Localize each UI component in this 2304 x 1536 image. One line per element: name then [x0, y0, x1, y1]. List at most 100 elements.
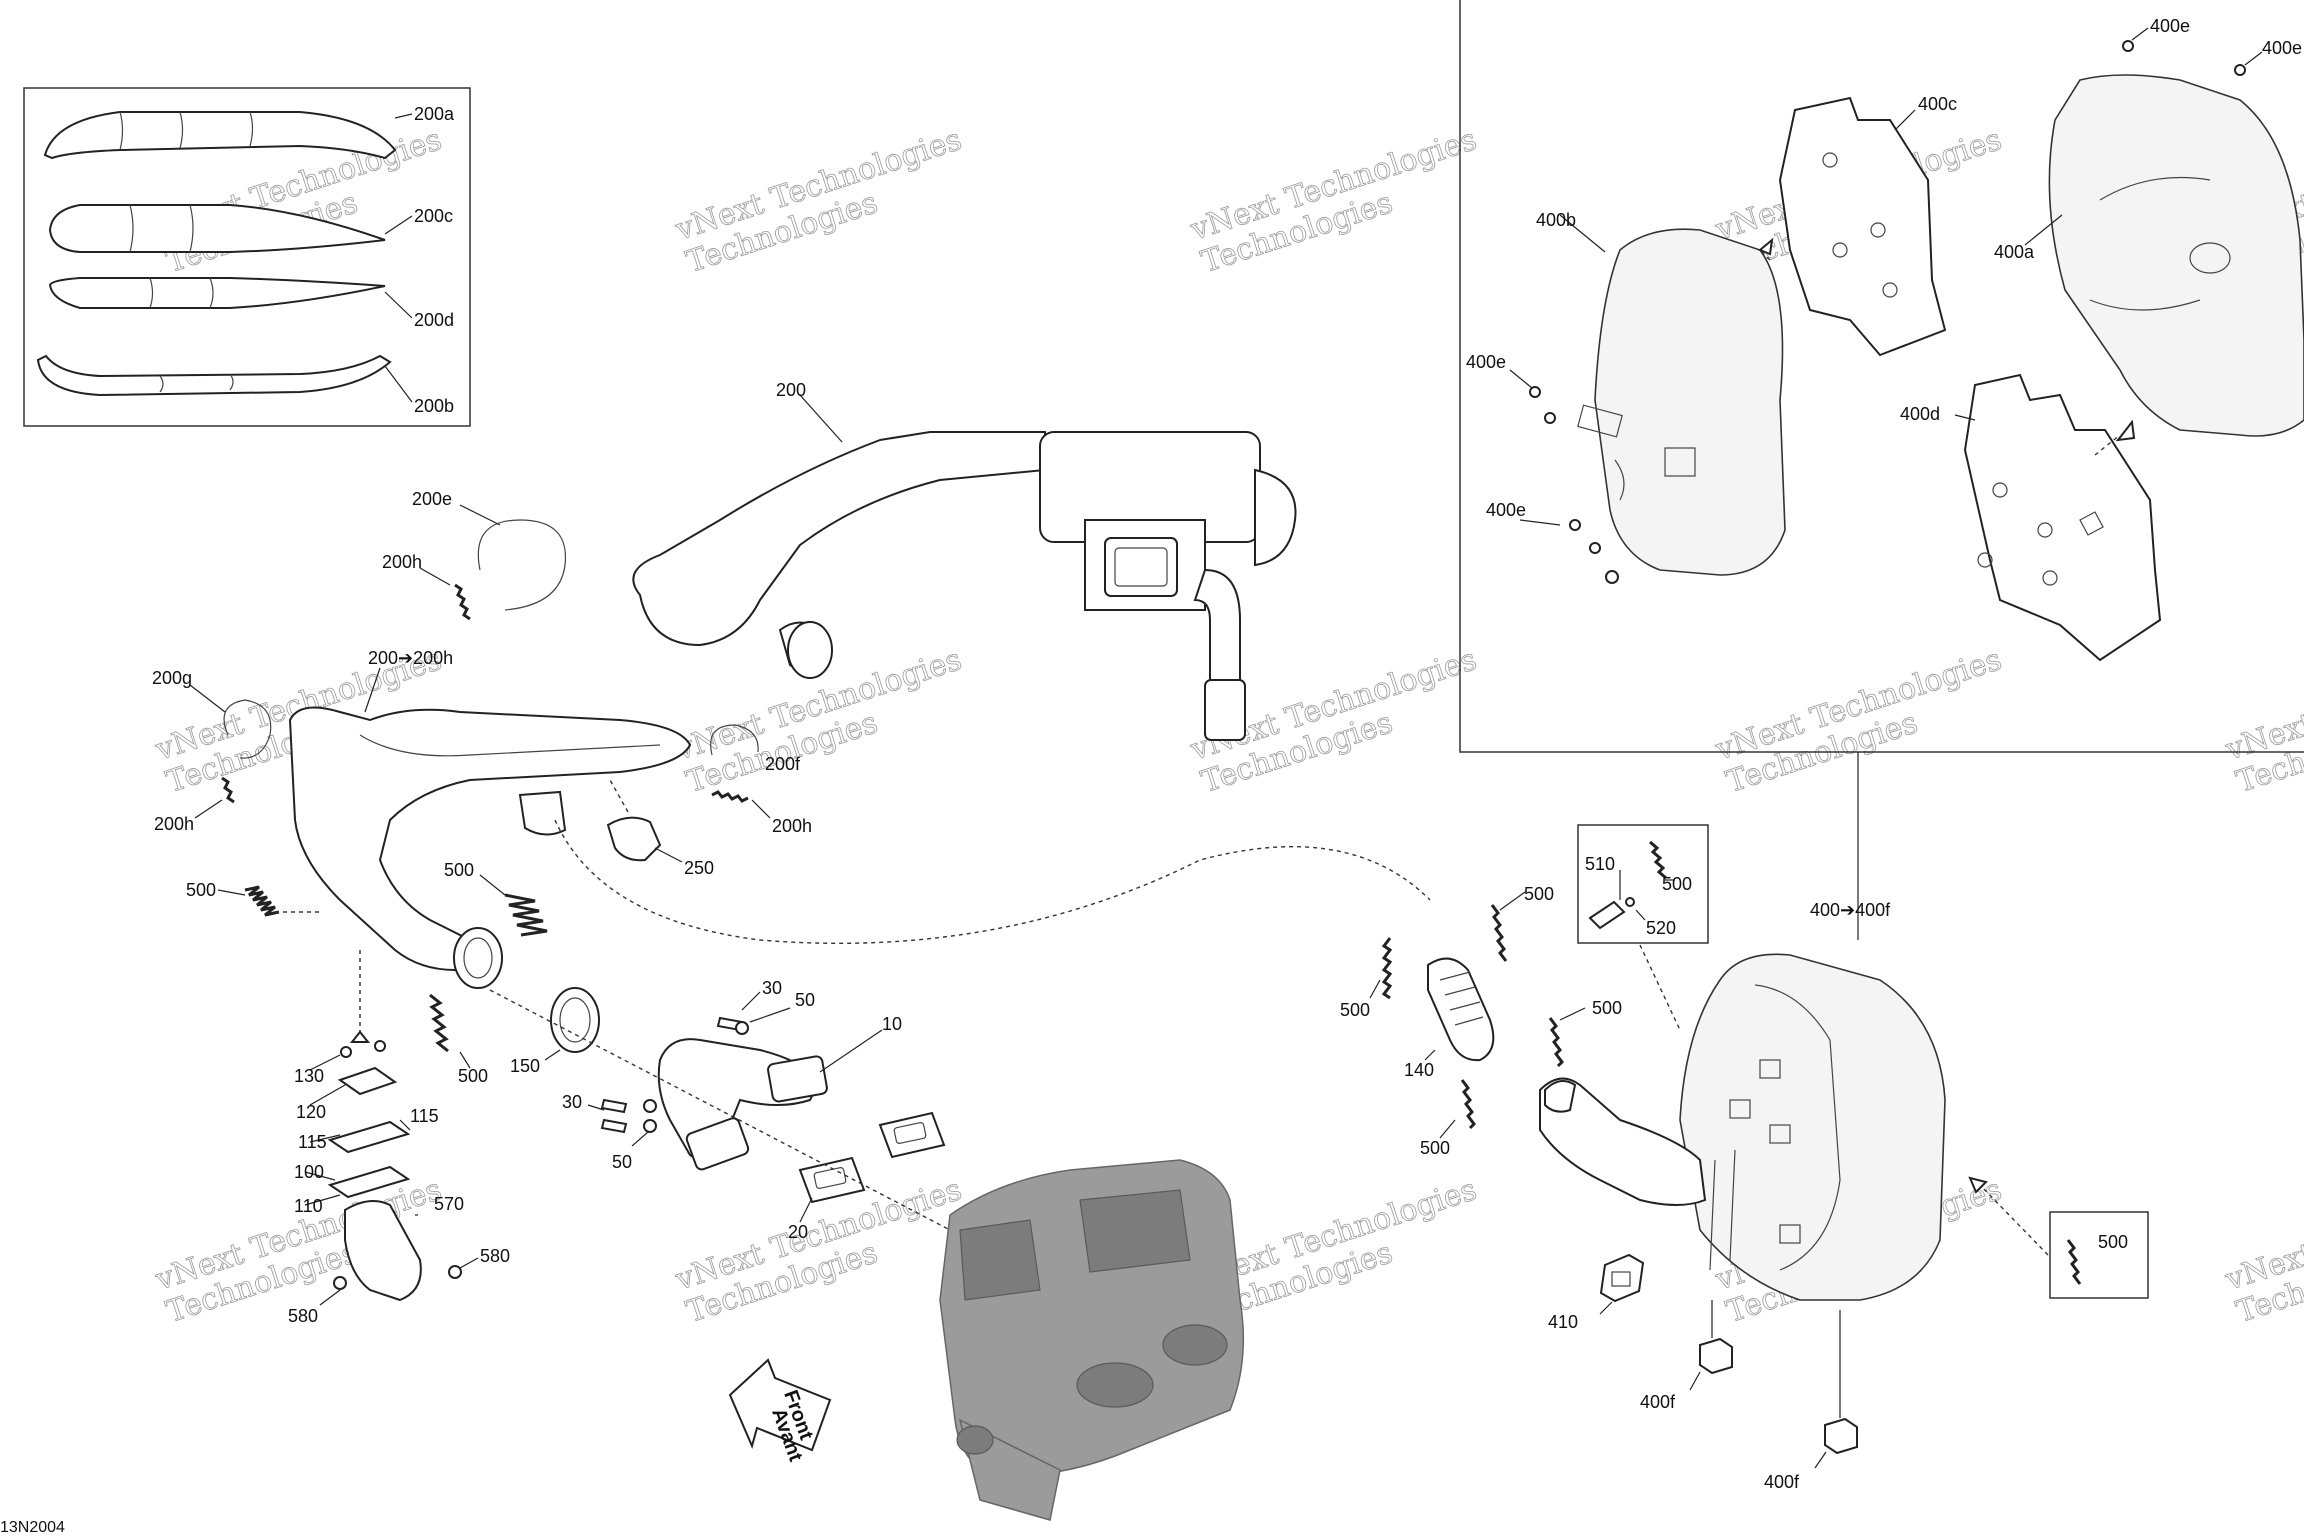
spring-500-h[interactable] — [2066, 1239, 2082, 1285]
spring-500-e[interactable]: 500 — [1340, 937, 1393, 1020]
flex-pipe-140[interactable]: 140 — [1404, 957, 1495, 1080]
callout-580-left: 580 — [288, 1306, 318, 1326]
watermark: vNext Technologies Technologies — [2220, 642, 2304, 801]
callout-400c: 400c — [1918, 94, 1957, 114]
callout-400b: 400b — [1536, 210, 1576, 230]
shield-200b[interactable] — [36, 354, 392, 397]
callout-570: 570 — [434, 1194, 464, 1214]
spring-200h-top[interactable]: 200h — [382, 552, 471, 621]
shield-400a[interactable] — [2048, 74, 2304, 437]
bolts-30-50-lower[interactable]: 30 50 — [562, 1092, 657, 1172]
sensor-410[interactable]: 410 — [1548, 1253, 1645, 1332]
shield-400c[interactable] — [1778, 96, 1947, 357]
shield-400d[interactable] — [1963, 373, 2162, 662]
bracket-510[interactable] — [1588, 900, 1626, 930]
callout-200h-top: 200h — [382, 552, 422, 572]
callout-500-f: 500 — [1592, 998, 1622, 1018]
callout-510: 510 — [1585, 854, 1615, 874]
callout-200d: 200d — [414, 310, 454, 330]
callout-400a: 400a — [1994, 242, 2035, 262]
callout-400d: 400d — [1900, 404, 1940, 424]
callout-580-right: 580 — [480, 1246, 510, 1266]
foot-400f-a[interactable]: 400f — [1640, 1300, 1733, 1412]
watermark: vNext Technologies Technologies — [2220, 1172, 2304, 1331]
inset-frame — [23, 87, 471, 427]
watermark: vNext Technologies Technologies — [1710, 642, 2006, 801]
gasket-20[interactable]: 20 — [788, 1111, 946, 1242]
shield-200a[interactable] — [43, 111, 397, 160]
callout-110: 110 — [294, 1196, 323, 1216]
callout-200a: 200a — [414, 104, 455, 124]
spring-500-c[interactable]: 500 — [429, 993, 488, 1086]
callout-120: 120 — [296, 1102, 326, 1122]
callout-115-right: 115 — [410, 1106, 439, 1126]
callout-200e: 200e — [412, 489, 452, 509]
inset-frame-right — [1459, 0, 2304, 753]
callout-500-d: 500 — [1524, 884, 1554, 904]
callout-410: 410 — [1548, 1312, 1578, 1332]
callout-30-lower: 30 — [562, 1092, 582, 1112]
shield-200c[interactable] — [48, 204, 386, 253]
callout-200b: 200b — [414, 396, 454, 416]
spring-500-d[interactable]: 500 — [1490, 884, 1554, 962]
detail-box-510-520: 510 500 520 — [1577, 824, 1709, 944]
callout-100: 100 — [294, 1162, 324, 1182]
callout-150: 150 — [510, 1056, 540, 1076]
callout-250: 250 — [684, 858, 714, 878]
shield-200d[interactable] — [48, 277, 386, 309]
callout-500-h: 500 — [2098, 1232, 2128, 1252]
callout-500-a: 500 — [186, 880, 216, 900]
exploded-axis — [489, 989, 951, 1231]
exhaust-manifold-10[interactable]: 10 — [657, 1014, 902, 1171]
bracket-250[interactable]: 250 — [606, 779, 714, 878]
foot-400f-b[interactable]: 400f — [1764, 1310, 1858, 1492]
muffler-shield-inset: 400b 400e 400e 400c 400a 400e 400e 400d — [1459, 0, 2304, 753]
clamp-ring-200g[interactable]: 200g — [152, 668, 272, 759]
callout-20: 20 — [788, 1222, 808, 1242]
dashed-510 — [1639, 944, 1681, 1031]
callout-500-e: 500 — [1340, 1000, 1370, 1020]
callout-200h-right: 200h — [772, 816, 812, 836]
callout-130: 130 — [294, 1066, 324, 1086]
callout-200c: 200c — [414, 206, 453, 226]
clamp-ring-200f[interactable]: 200f — [710, 724, 801, 774]
callout-200h-left: 200h — [154, 814, 194, 834]
front-direction-arrow: Front Avant — [728, 1358, 832, 1465]
callout-200-200h: 200➔200h — [368, 648, 453, 668]
callout-400e-top2: 400e — [2262, 38, 2302, 58]
clamp-ring-200e[interactable]: 200e — [412, 489, 567, 611]
shield-400b[interactable] — [1594, 228, 1786, 576]
clip-520[interactable] — [1625, 897, 1635, 907]
spring-200h-left[interactable]: 200h — [154, 776, 235, 834]
engine-block — [939, 1159, 1245, 1521]
watermark: vNext Technologies Technologies — [1185, 122, 1481, 281]
callout-115-left: 115 — [298, 1132, 327, 1152]
callout-50-upper: 50 — [795, 990, 815, 1010]
bolts-30-50-upper[interactable]: 30 50 — [716, 978, 815, 1035]
watermark: vNext Technologies Technologies — [670, 122, 966, 281]
callout-500-c: 500 — [458, 1066, 488, 1086]
callout-400f-a: 400f — [1640, 1392, 1676, 1412]
spring-500-g[interactable]: 500 — [1420, 1079, 1476, 1158]
spring-500-f[interactable]: 500 — [1548, 998, 1622, 1068]
callout-10: 10 — [882, 1014, 902, 1034]
callout-400-400f: 400➔400f — [1810, 900, 1891, 920]
spring-500-b[interactable]: 500 — [444, 860, 548, 937]
gasket-150[interactable]: 150 — [510, 987, 600, 1076]
heat-shield-inset: 200a 200c 200d 200b — [23, 87, 471, 427]
mount-bracket-stack[interactable]: 130 120 115 115 100 110 570 580 580 — [288, 950, 510, 1326]
callout-520: 520 — [1646, 918, 1676, 938]
muffler-400[interactable] — [1539, 953, 1946, 1301]
spring-200h-right[interactable]: 200h — [711, 790, 812, 836]
diagram-code: 13N2004 — [0, 1519, 65, 1536]
callout-400e-left1: 400e — [1466, 352, 1506, 372]
muffler-assembly-200[interactable]: 200 — [632, 380, 1297, 741]
exhaust-link-path — [554, 819, 1431, 945]
spring-500-a[interactable]: 500 — [186, 880, 320, 917]
callout-200g: 200g — [152, 668, 192, 688]
callout-500-box: 500 — [1662, 874, 1692, 894]
callout-400f-b: 400f — [1764, 1472, 1800, 1492]
muffler-assembly-200-200h[interactable]: 200➔200h — [288, 648, 692, 989]
callout-140: 140 — [1404, 1060, 1434, 1080]
